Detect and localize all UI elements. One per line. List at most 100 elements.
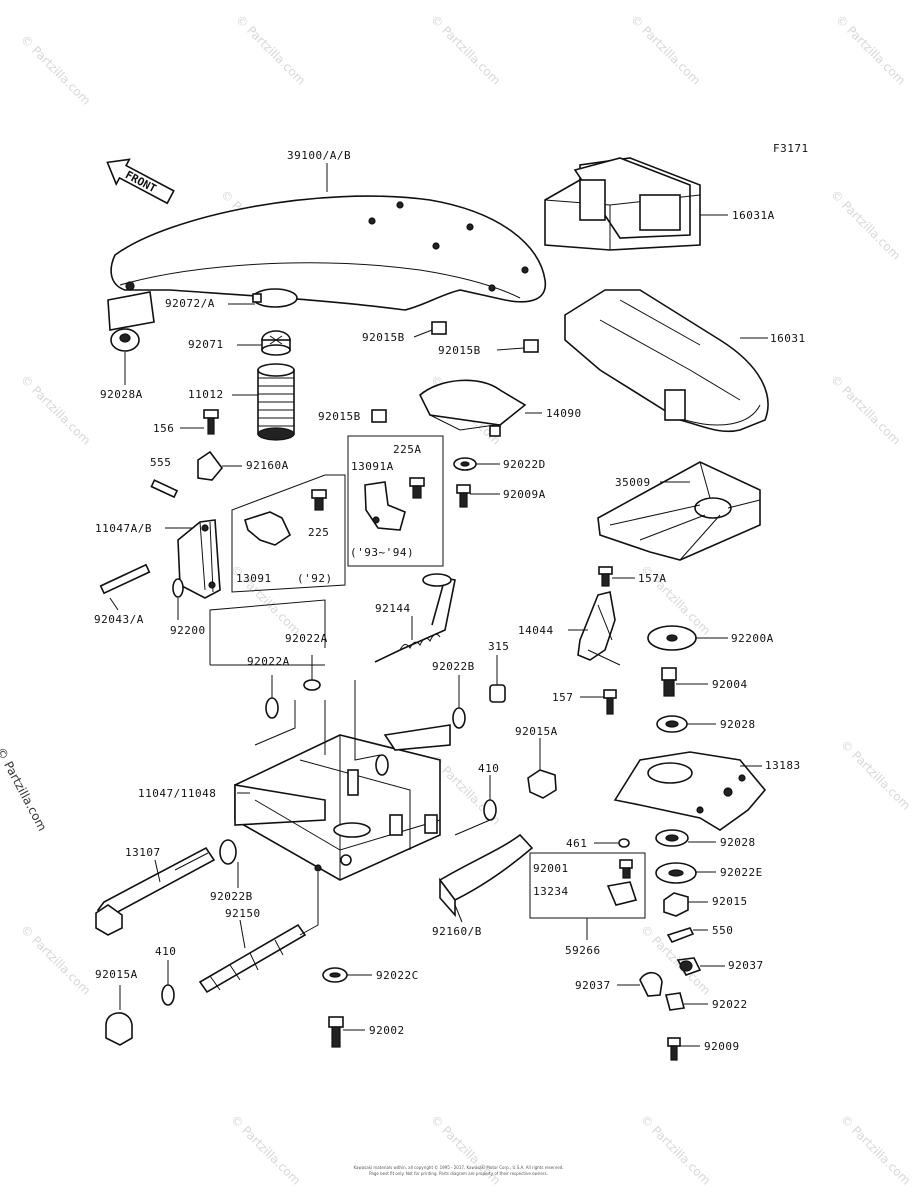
spring-part [374, 573, 456, 663]
clip-part [664, 992, 686, 1011]
label-92022B: 92022B [210, 890, 253, 903]
label-16031: 16031 [770, 332, 806, 345]
stopper-part [197, 450, 224, 481]
bolt-part [203, 409, 219, 435]
washer-part [322, 967, 348, 983]
label-92015: 92015 [712, 895, 748, 908]
washer-part [483, 799, 497, 821]
label-315: 315 [488, 640, 509, 653]
watermark: © Partzilla.com [838, 1112, 913, 1187]
washer-part [647, 625, 697, 651]
label-92015B: 92015B [318, 410, 361, 423]
label-92028A: 92028A [100, 388, 143, 401]
nut-part [663, 892, 689, 917]
pin-part [150, 479, 179, 499]
label-39100: 39100/A/B [287, 149, 351, 162]
label-35009: 35009 [615, 476, 651, 489]
bellows-boot-part [257, 363, 295, 441]
watermark: © Partzilla.com [428, 1112, 503, 1187]
label-92160A: 92160A [246, 459, 289, 472]
label-92015A: 92015A [95, 968, 138, 981]
washer-part [219, 839, 237, 865]
watermark: © Partzilla.com [638, 1112, 713, 1187]
clip-part [371, 409, 387, 423]
housing-part [564, 289, 769, 433]
label-13183: 13183 [765, 759, 801, 772]
cover-plate-part [419, 379, 527, 437]
clamp-part [639, 971, 663, 997]
washer-part [452, 707, 466, 729]
bolt-part [328, 1016, 344, 1048]
label-92022B: 92022B [432, 660, 475, 673]
washer-part [161, 984, 175, 1006]
nut-part [489, 684, 506, 703]
label-92071: 92071 [188, 338, 224, 351]
label-410: 410 [478, 762, 499, 775]
label-92022E: 92022E [720, 866, 763, 879]
watermark: © Partzilla.com [833, 12, 908, 87]
bolt-part [456, 484, 471, 508]
fender-cover-part [107, 195, 547, 331]
grommet-part [110, 328, 140, 352]
bolt-part [598, 566, 613, 587]
label-225A: 225A [393, 443, 422, 456]
label-92043A: 92043/A [94, 613, 144, 626]
seat-part [544, 157, 701, 251]
label-93-94: ('93~'94) [350, 546, 414, 559]
watermark: © Partzilla.com [18, 372, 93, 447]
label-92022A: 92022A [285, 632, 328, 645]
label-92009: 92009 [704, 1040, 740, 1053]
label-92150: 92150 [225, 907, 261, 920]
watermark: © Partzilla.com [838, 737, 913, 812]
label-13107: 13107 [125, 846, 161, 859]
label-92009A: 92009A [503, 488, 546, 501]
clamp-part [676, 957, 702, 976]
watermark: © Partzilla.com [228, 1112, 303, 1187]
label-13091: 13091 [236, 572, 272, 585]
acorn-nut-part [105, 1012, 133, 1046]
label-14090: 14090 [546, 407, 582, 420]
main-bracket-part [234, 724, 451, 881]
label-92144: 92144 [375, 602, 411, 615]
base-plate-part [613, 751, 767, 831]
washer-part [303, 679, 321, 691]
bolt-part [603, 689, 617, 715]
watermark: © Partzilla.com [18, 32, 93, 107]
label-92200: 92200 [170, 624, 206, 637]
label-92002: 92002 [369, 1024, 405, 1037]
lever-part [577, 591, 621, 666]
label-92015B: 92015B [438, 344, 481, 357]
label-461: 461 [566, 837, 587, 850]
bolt-part [667, 1037, 681, 1061]
label-92015A: 92015A [515, 725, 558, 738]
label-92022D: 92022D [503, 458, 546, 471]
label-225: 225 [308, 526, 329, 539]
label-16031A: 16031A [732, 209, 775, 222]
front-label: FRONT [123, 168, 159, 195]
mount-bracket-part [177, 519, 221, 599]
label-92022C: 92022C [376, 969, 419, 982]
label-92: ('92) [297, 572, 333, 585]
label-410: 410 [155, 945, 176, 958]
variant-box-93-94 [347, 435, 444, 567]
watermark: © Partzilla.com [828, 187, 903, 262]
label-92022: 92022 [712, 998, 748, 1011]
label-13091A: 13091A [351, 460, 394, 473]
clamp-part [252, 288, 298, 308]
label-11047AB: 11047A/B [95, 522, 152, 535]
footer-copyright: Kawasaki materials within, all copyright… [353, 1165, 564, 1170]
label-156: 156 [153, 422, 174, 435]
label-92037: 92037 [575, 979, 611, 992]
washer-part [655, 862, 697, 884]
footer-note: Page best fit only. Not for printing. Pa… [369, 1171, 548, 1176]
label-11012: 11012 [188, 388, 224, 401]
label-92028: 92028 [720, 836, 756, 849]
label-92037: 92037 [728, 959, 764, 972]
washer-part [453, 457, 477, 471]
stopper-part [438, 833, 534, 918]
front-arrow-icon: FRONT [106, 158, 175, 205]
long-bolt-part [95, 846, 216, 936]
label-92001: 92001 [533, 862, 569, 875]
pin-part [99, 563, 151, 595]
